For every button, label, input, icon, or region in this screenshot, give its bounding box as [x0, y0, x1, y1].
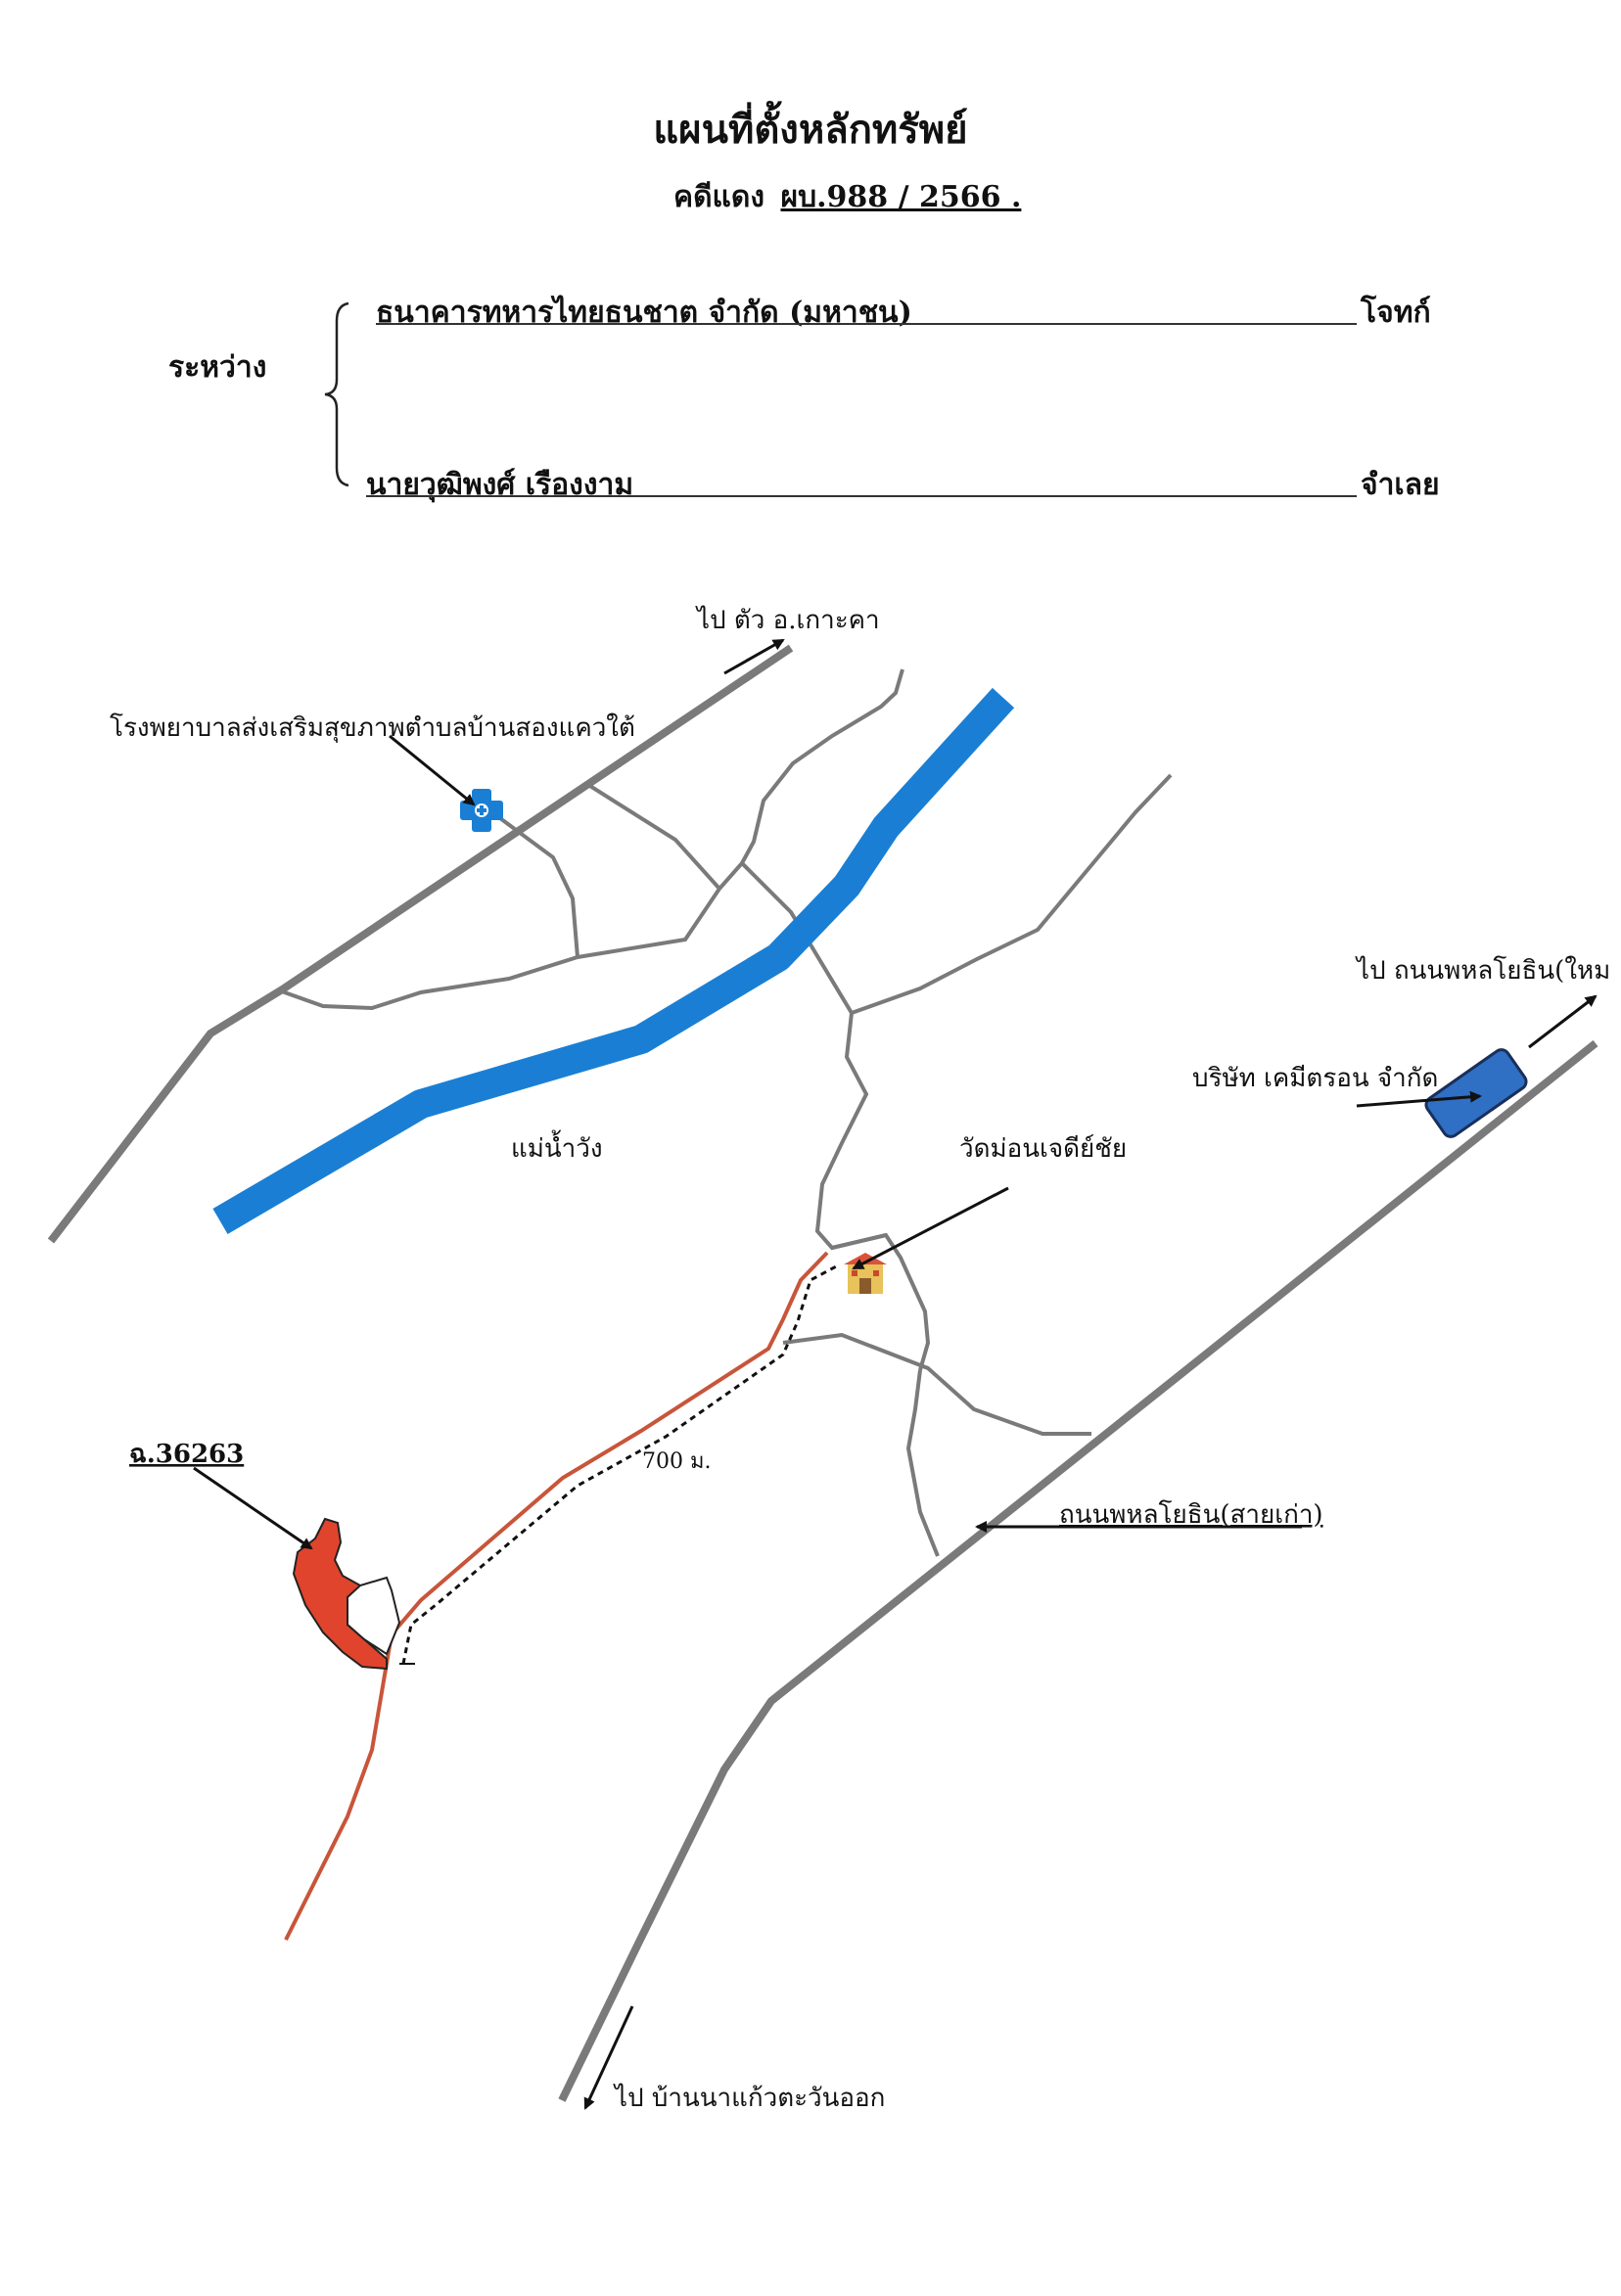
label-title-deed: ฉ.36263 — [129, 1440, 244, 1469]
case-label: คดีแดง — [673, 180, 765, 214]
label-river: แม่น้ำวัง — [511, 1129, 603, 1164]
defendant-underline — [366, 495, 1357, 497]
label-phahon-old: ถนนพหลโยธิน(สายเก่า) — [1059, 1499, 1323, 1530]
arrow-temple — [852, 1186, 1009, 1270]
road-to-ko-kha — [47, 644, 794, 1244]
arrow-hospital — [389, 734, 476, 806]
arrow-title-deed — [193, 1466, 313, 1550]
distance-path — [401, 1263, 841, 1665]
company-building — [1424, 1048, 1528, 1138]
arrow-to-phahon-new — [1528, 994, 1598, 1049]
between-label: ระหว่าง — [168, 350, 267, 385]
case-number: ผบ.988 / 2566 . — [780, 180, 1022, 214]
plaintiff-role: โจทก์ — [1361, 296, 1431, 330]
arrow-to-ban-na-kaeo — [583, 2005, 634, 2110]
temple-icon — [844, 1253, 887, 1294]
road-phahon-old — [558, 1039, 1598, 2102]
river-wang — [212, 687, 1015, 1234]
arrow-to-ko-kha — [723, 638, 785, 675]
curly-brace — [324, 301, 349, 487]
label-to-ban-na-kaeo: ไป บ้านนาแก้วตะวันออก — [613, 2083, 885, 2113]
label-to-phahon-new: ไป ถนนพหลโยธิน(ใหม — [1355, 955, 1610, 986]
page-title: แผนที่ตั้งหลักทรัพย์ — [653, 107, 968, 153]
arrow-company — [1356, 1090, 1482, 1108]
label-distance: 700 ม. — [642, 1449, 711, 1474]
label-hospital: โรงพยาบาลส่งเสริมสุขภาพตำบลบ้านสองแควใต้ — [110, 712, 635, 743]
label-temple: วัดม่อนเจดีย์ชัย — [959, 1134, 1127, 1164]
label-to-ko-kha: ไป ตัว อ.เกาะคา — [695, 605, 880, 635]
minor-roads — [278, 668, 1173, 1557]
plaintiff-underline — [376, 323, 1357, 325]
land-parcel — [292, 1517, 388, 1671]
label-company: บริษัท เคมีตรอน จำกัด — [1192, 1064, 1438, 1093]
defendant-role: จำเลย — [1361, 468, 1440, 502]
access-road — [284, 1251, 829, 1941]
adjacent-plot — [347, 1576, 401, 1656]
hospital-icon — [460, 789, 503, 832]
case-number-line: คดีแดง ผบ.988 / 2566 . — [673, 174, 1021, 220]
